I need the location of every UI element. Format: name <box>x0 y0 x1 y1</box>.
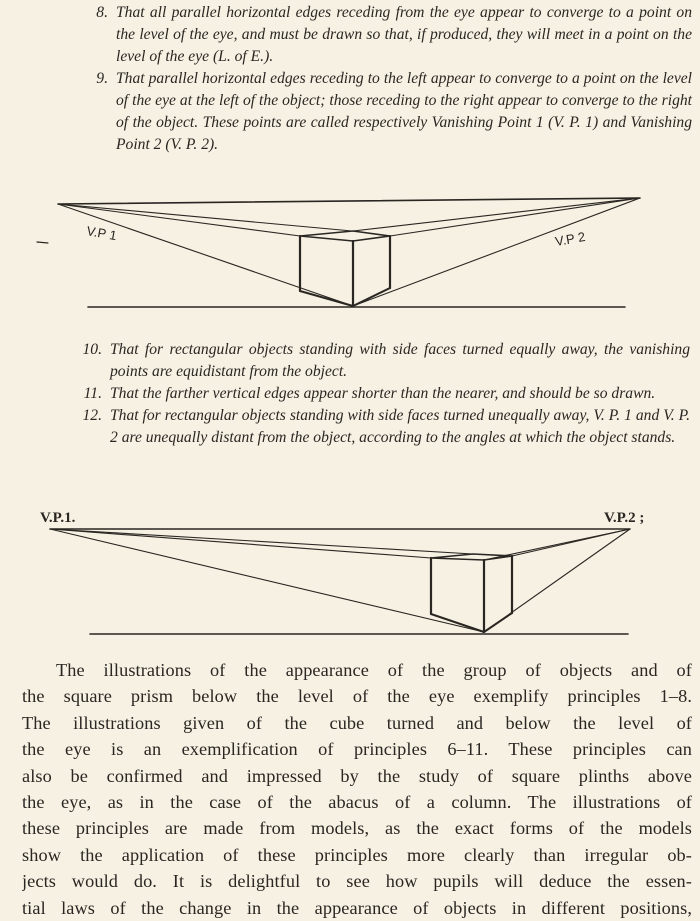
paragraph-line: the eye is an exemplification of princip… <box>22 739 692 760</box>
principle-number: 9. <box>96 70 108 87</box>
vp2-label: V.P 2 <box>554 229 587 249</box>
vp1-label: V.P.1. <box>40 510 76 526</box>
cube-bottom-left <box>299 290 354 307</box>
principle-8: 8. That all parallel horizontal edges re… <box>28 2 692 68</box>
principle-number: 8. <box>96 4 108 21</box>
principles-list-middle: 10. That for rectangular objects standin… <box>22 339 691 449</box>
convergence-line <box>49 528 474 555</box>
margin-mark <box>36 241 49 244</box>
figure-2-drawing: V.P.1. V.P.2 ; <box>40 510 644 635</box>
principles-list-top: 8. That all parallel horizontal edges re… <box>28 2 692 156</box>
cube-top-face <box>299 230 391 242</box>
convergence-line <box>57 203 354 307</box>
figure-1-drawing: V.P 1 V.P 2 <box>36 197 641 308</box>
eye-level-line <box>57 197 641 205</box>
principle-12: 12. That for rectangular objects standin… <box>22 405 691 449</box>
figure-cube-equal-vp: V.P 1 V.P 2 <box>0 180 700 315</box>
principle-text: That for rectangular objects standing wi… <box>110 407 690 446</box>
vp2-label: V.P.2 ; <box>604 510 644 526</box>
principle-number: 12. <box>82 407 103 424</box>
paragraph-line: tial laws of the change in the appearanc… <box>22 897 692 918</box>
principle-text: That parallel horizontal edges receding … <box>116 70 692 153</box>
convergence-line <box>352 197 641 307</box>
paragraph-line: these principles are made from models, a… <box>22 818 692 839</box>
principle-number: 10. <box>82 341 103 358</box>
cube-top-face <box>430 553 513 561</box>
convergence-line <box>389 197 641 237</box>
principle-9: 9. That parallel horizontal edges recedi… <box>28 68 692 156</box>
convergence-line <box>49 528 485 633</box>
principle-10: 10. That for rectangular objects standin… <box>22 339 691 383</box>
cube-bottom-right <box>352 287 391 307</box>
vp1-label: V.P 1 <box>85 223 118 243</box>
figure-cube-unequal-vp: V.P.1. V.P.2 ; <box>0 500 700 645</box>
body-paragraph: The illustrations of the appearance of t… <box>22 657 692 921</box>
paragraph-line: the square prism below the level of the … <box>22 686 692 707</box>
paragraph-line: jects would do. It is delightful to see … <box>22 871 692 892</box>
paragraph-line: also be confirmed and impressed by the s… <box>22 765 692 786</box>
principle-11: 11. That the farther vertical edges appe… <box>22 383 690 405</box>
convergence-line <box>49 528 432 559</box>
paragraph-line: show the application of these principles… <box>22 844 692 865</box>
principle-text: That for rectangular objects standing wi… <box>110 341 690 380</box>
paragraph-line: The illustrations of the appearance of t… <box>56 660 692 680</box>
principle-number: 11. <box>83 385 102 402</box>
principle-text: That all parallel horizontal edges reced… <box>116 4 692 65</box>
cube-bottom-right <box>483 612 513 633</box>
convergence-line <box>352 197 641 232</box>
paragraph-line: The illustrations given of the cube turn… <box>22 712 692 733</box>
convergence-line <box>511 528 631 557</box>
principle-text: That the farther vertical edges appear s… <box>110 385 656 402</box>
cube-bottom-left <box>430 613 485 633</box>
paragraph-line: the eye, as in the case of the abacus of… <box>22 791 692 812</box>
convergence-line <box>57 203 301 237</box>
convergence-line <box>57 203 353 232</box>
